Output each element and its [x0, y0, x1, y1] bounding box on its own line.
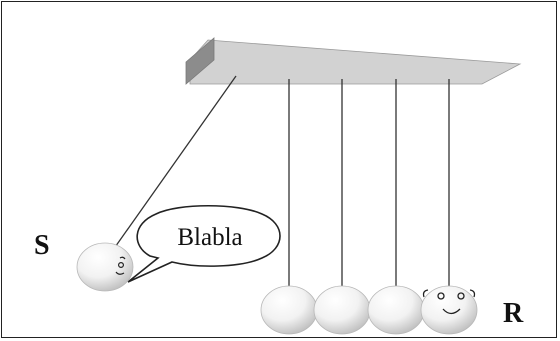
ball-3 — [313, 285, 371, 335]
beam-side-face — [185, 37, 215, 85]
speech-bubble-text: Blabla — [177, 224, 242, 251]
receiver-ball — [420, 285, 478, 335]
ball-2 — [260, 285, 318, 335]
sender-label: S — [34, 230, 50, 261]
string-sender — [112, 75, 237, 251]
ball-4 — [367, 285, 425, 335]
sender-face-icon — [115, 256, 126, 275]
receiver-label: R — [503, 298, 524, 329]
speech-bubble: Blabla — [127, 205, 281, 283]
receiver-smiley-face-icon — [422, 289, 476, 315]
pendulum-strings — [112, 75, 450, 288]
sender-ball — [76, 242, 134, 292]
resting-balls — [260, 285, 478, 335]
beam-top-face — [189, 39, 522, 85]
cradle-support-beam — [185, 37, 522, 85]
sender-ball-body — [76, 242, 134, 292]
speech-bubble-outline — [127, 205, 281, 283]
